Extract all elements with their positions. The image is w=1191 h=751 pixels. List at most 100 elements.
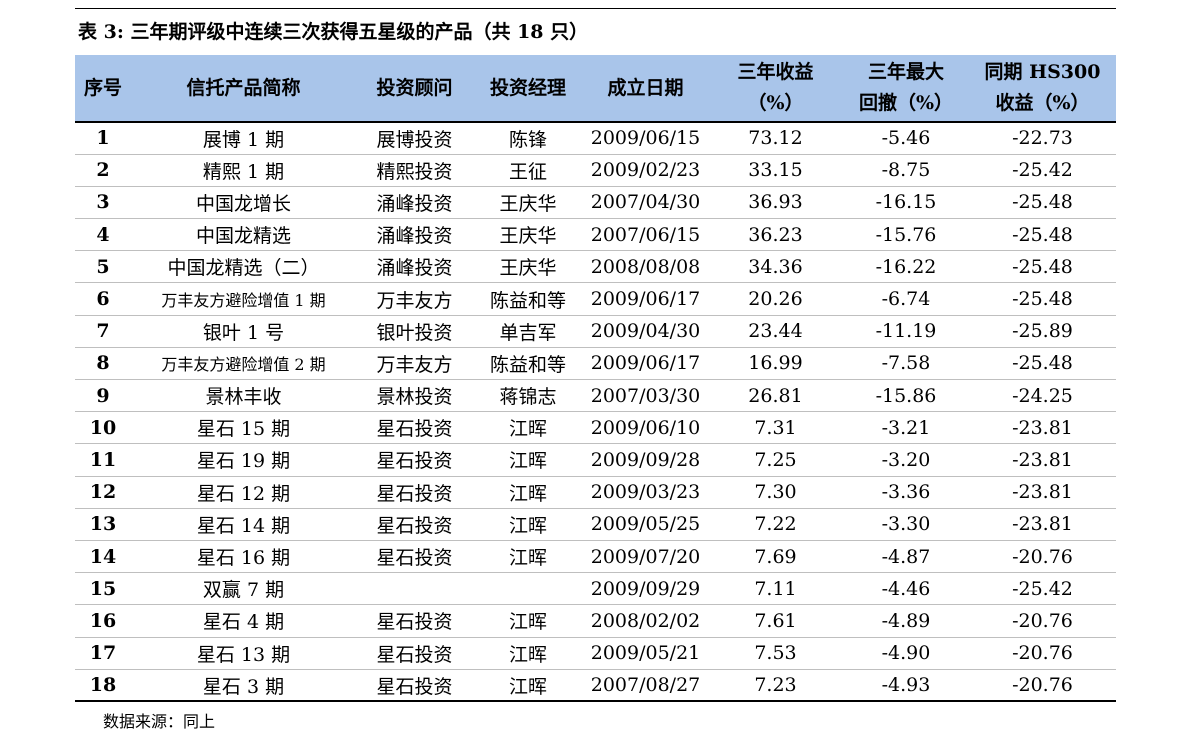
cell-manager [473,572,583,606]
cell-3y-return: 20.26 [708,282,843,316]
cell-3y-return: 34.36 [708,250,843,284]
cell-product: 星石 4 期 [131,604,356,638]
cell-product: 星石 16 期 [131,540,356,574]
cell-index: 15 [75,572,131,606]
cell-3y-drawdown: -3.21 [843,411,969,445]
cell-date: 2009/04/30 [583,315,708,348]
table-header-row: 序号 信托产品简称 投资顾问 投资经理 成立日期 三年收益（%） 三年最大回撤（… [75,55,1116,123]
cell-advisor: 涌峰投资 [356,250,473,284]
cell-3y-drawdown: -7.58 [843,347,969,381]
cell-date: 2008/02/02 [583,604,708,638]
cell-index: 8 [75,347,131,381]
col-header-advisor: 投资顾问 [356,55,473,123]
cell-manager: 王庆华 [473,218,583,252]
cell-3y-return: 36.93 [708,186,843,220]
cell-3y-drawdown: -15.86 [843,379,969,413]
cell-date: 2008/08/08 [583,250,708,284]
cell-3y-return: 7.69 [708,540,843,574]
cell-3y-drawdown: -16.22 [843,250,969,284]
cell-3y-drawdown: -11.19 [843,315,969,348]
cell-3y-return: 7.25 [708,443,843,477]
cell-product: 星石 14 期 [131,508,356,541]
top-rule [75,8,1116,9]
cell-date: 2009/05/21 [583,637,708,670]
cell-index: 18 [75,669,131,703]
cell-product: 银叶 1 号 [131,315,356,348]
cell-advisor: 星石投资 [356,411,473,445]
fund-table: 序号 信托产品简称 投资顾问 投资经理 成立日期 三年收益（%） 三年最大回撤（… [75,55,1116,703]
cell-hs300: -20.76 [969,604,1116,638]
cell-index: 3 [75,186,131,220]
cell-index: 10 [75,411,131,445]
col-header-product: 信托产品简称 [131,55,356,123]
cell-product: 中国龙精选（二） [131,250,356,284]
cell-3y-return: 23.44 [708,315,843,348]
cell-date: 2007/06/15 [583,218,708,252]
cell-hs300: -23.81 [969,443,1116,477]
cell-date: 2009/06/17 [583,347,708,381]
cell-advisor: 景林投资 [356,379,473,413]
cell-index: 6 [75,282,131,316]
cell-date: 2007/03/30 [583,379,708,413]
cell-date: 2009/07/20 [583,540,708,574]
cell-manager: 江晖 [473,540,583,574]
cell-date: 2007/08/27 [583,669,708,703]
cell-manager: 江晖 [473,411,583,445]
cell-hs300: -23.81 [969,476,1116,509]
cell-3y-drawdown: -5.46 [843,122,969,155]
cell-3y-drawdown: -4.89 [843,604,969,638]
cell-hs300: -25.42 [969,154,1116,187]
cell-3y-return: 7.30 [708,476,843,509]
cell-3y-drawdown: -16.15 [843,186,969,220]
cell-date: 2009/03/23 [583,476,708,509]
cell-3y-return: 7.11 [708,572,843,606]
cell-3y-drawdown: -8.75 [843,154,969,187]
cell-date: 2009/09/29 [583,572,708,606]
cell-advisor: 银叶投资 [356,315,473,348]
cell-3y-drawdown: -4.93 [843,669,969,703]
cell-advisor [356,572,473,606]
table-caption: 表 3: 三年期评级中连续三次获得五星级的产品（共 18 只） [78,21,589,43]
cell-advisor: 星石投资 [356,604,473,638]
cell-date: 2009/02/23 [583,154,708,187]
cell-index: 4 [75,218,131,252]
cell-hs300: -25.48 [969,250,1116,284]
cell-index: 14 [75,540,131,574]
cell-manager: 陈锋 [473,122,583,155]
cell-index: 12 [75,476,131,509]
cell-hs300: -20.76 [969,637,1116,670]
cell-product: 精熙 1 期 [131,154,356,187]
cell-product: 中国龙精选 [131,218,356,252]
cell-product: 星石 19 期 [131,443,356,477]
cell-date: 2009/05/25 [583,508,708,541]
cell-index: 1 [75,122,131,155]
cell-product: 星石 13 期 [131,637,356,670]
cell-advisor: 星石投资 [356,443,473,477]
cell-manager: 江晖 [473,637,583,670]
cell-hs300: -20.76 [969,669,1116,703]
cell-manager: 江晖 [473,604,583,638]
cell-manager: 江晖 [473,443,583,477]
cell-3y-drawdown: -3.20 [843,443,969,477]
cell-advisor: 涌峰投资 [356,218,473,252]
data-source-note: 数据来源：同上 [103,712,216,731]
cell-3y-return: 7.22 [708,508,843,541]
cell-3y-drawdown: -4.90 [843,637,969,670]
cell-3y-return: 36.23 [708,218,843,252]
cell-index: 16 [75,604,131,638]
cell-advisor: 涌峰投资 [356,186,473,220]
cell-product: 双赢 7 期 [131,572,356,606]
cell-manager: 蒋锦志 [473,379,583,413]
cell-advisor: 万丰友方 [356,347,473,381]
cell-date: 2009/06/15 [583,122,708,155]
cell-manager: 江晖 [473,476,583,509]
